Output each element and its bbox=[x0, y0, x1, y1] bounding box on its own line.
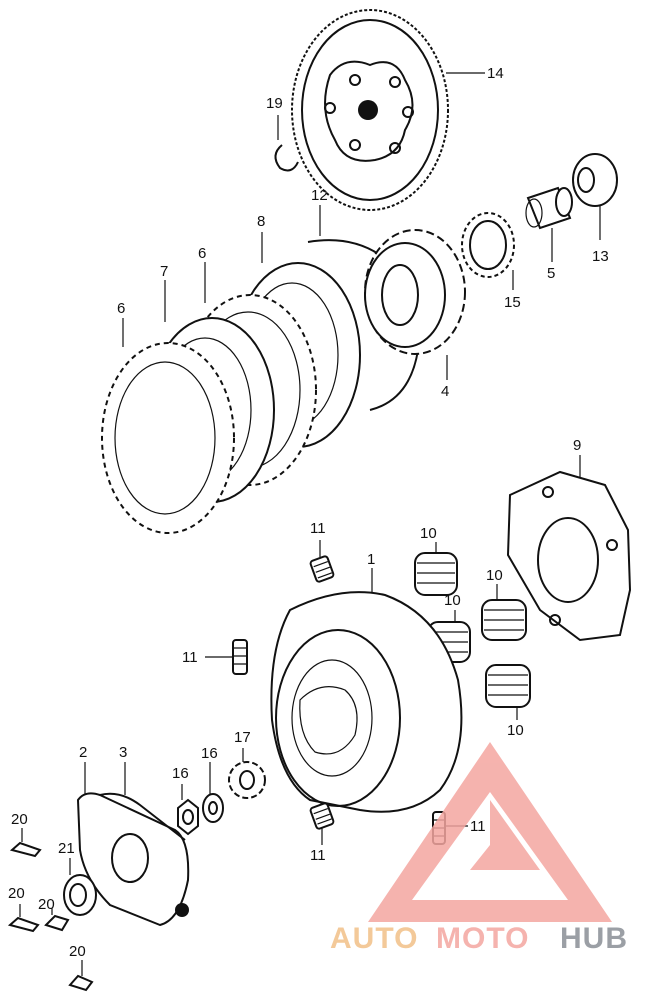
part-11-pin-c bbox=[309, 802, 335, 830]
label-4: 4 bbox=[441, 383, 449, 400]
label-10d: 10 bbox=[507, 722, 524, 739]
label-19: 19 bbox=[266, 95, 283, 112]
part-20-screw-b bbox=[7, 916, 40, 933]
part-5-bushing bbox=[525, 186, 573, 230]
part-6-friction-disc-front bbox=[101, 342, 235, 534]
label-11c: 11 bbox=[310, 847, 326, 864]
label-11a: 11 bbox=[310, 520, 326, 537]
part-16-nut bbox=[177, 798, 199, 836]
label-16a: 16 bbox=[172, 765, 189, 782]
part-20-screw-a bbox=[9, 841, 42, 858]
part-10-spring-c bbox=[481, 599, 527, 641]
part-9-pressure-plate bbox=[506, 470, 632, 642]
label-20a: 20 bbox=[11, 811, 28, 828]
watermark-logo: AUTO MOTO HUB bbox=[330, 742, 628, 955]
label-21: 21 bbox=[58, 840, 75, 857]
watermark-text-auto: AUTO bbox=[330, 922, 418, 955]
part-3-lifter-cover bbox=[99, 792, 189, 917]
watermark-text-moto: MOTO bbox=[436, 922, 529, 955]
part-13-collar bbox=[572, 153, 618, 207]
watermark-text-hub: HUB bbox=[560, 922, 628, 955]
label-1: 1 bbox=[367, 551, 375, 568]
label-15: 15 bbox=[504, 294, 521, 311]
label-10c: 10 bbox=[486, 567, 503, 584]
label-20b: 20 bbox=[8, 885, 25, 902]
part-11-pin-b bbox=[232, 639, 248, 675]
label-20c: 20 bbox=[38, 896, 55, 913]
label-11b: 11 bbox=[182, 649, 198, 666]
label-13: 13 bbox=[592, 248, 609, 265]
label-2: 2 bbox=[79, 744, 87, 761]
part-4-clutch-center bbox=[364, 229, 466, 355]
watermark-triangle-icon bbox=[368, 742, 612, 922]
label-3: 3 bbox=[119, 744, 127, 761]
part-21-bearing bbox=[63, 874, 97, 916]
label-7: 7 bbox=[160, 263, 168, 280]
part-20-screw-c bbox=[44, 914, 70, 932]
label-10b: 10 bbox=[444, 592, 461, 609]
part-11-pin-a bbox=[309, 555, 335, 583]
part-20-screw-d bbox=[68, 974, 94, 992]
label-20d: 20 bbox=[69, 943, 86, 960]
part-10-spring-d bbox=[485, 664, 531, 708]
part-16-washer bbox=[202, 793, 224, 823]
part-19-circlip bbox=[274, 144, 299, 172]
part-17-lock-washer bbox=[228, 761, 266, 799]
label-8: 8 bbox=[257, 213, 265, 230]
part-1-clutch-outer bbox=[270, 591, 463, 813]
label-6a: 6 bbox=[117, 300, 125, 317]
label-10a: 10 bbox=[420, 525, 437, 542]
part-14-primary-driven-gear bbox=[291, 9, 449, 211]
label-17: 17 bbox=[234, 729, 251, 746]
label-11d: 11 bbox=[470, 818, 486, 835]
label-5: 5 bbox=[547, 265, 555, 282]
part-15-small-gear bbox=[461, 212, 515, 278]
label-12: 12 bbox=[311, 187, 328, 204]
label-14: 14 bbox=[487, 65, 504, 82]
label-16b: 16 bbox=[201, 745, 218, 762]
label-6b: 6 bbox=[198, 245, 206, 262]
part-10-spring-a bbox=[414, 552, 458, 596]
label-9: 9 bbox=[573, 437, 581, 454]
